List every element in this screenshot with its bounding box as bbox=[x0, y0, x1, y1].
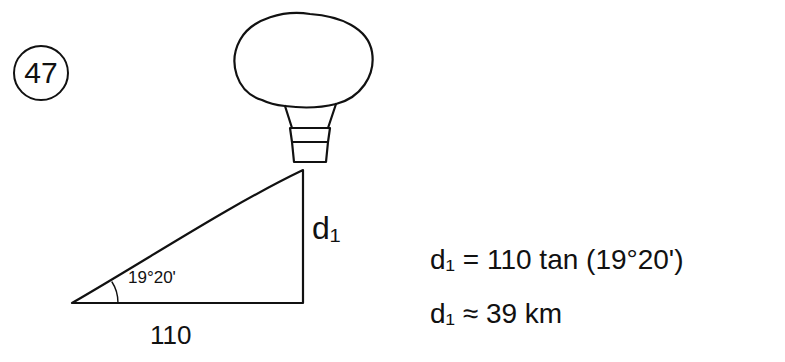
balloon-basket bbox=[290, 128, 330, 162]
angle-arc bbox=[112, 282, 118, 303]
problem-number-circle: 47 bbox=[14, 46, 68, 100]
balloon-rigging bbox=[285, 104, 336, 128]
equation-note: d₁ = 110 tan (19°20') bbox=[430, 244, 684, 276]
circle-outline bbox=[14, 46, 68, 100]
angle-label: 19°20' bbox=[128, 268, 176, 288]
dimension-label: 110 bbox=[150, 320, 191, 351]
balloon-envelope bbox=[235, 13, 373, 107]
problem-number: 47 bbox=[15, 46, 66, 100]
triangle-outline bbox=[72, 170, 303, 303]
side-label: d₁ bbox=[312, 210, 341, 247]
result-note: d₁ ≈ 39 km bbox=[430, 298, 562, 330]
